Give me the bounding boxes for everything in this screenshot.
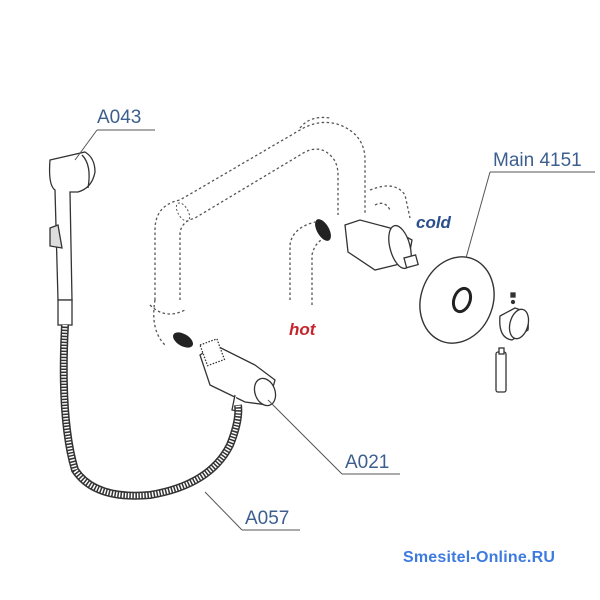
mixer-handle xyxy=(495,292,530,393)
outlet-pipe-end xyxy=(173,332,193,348)
hand-shower xyxy=(48,151,96,326)
label-hot: hot xyxy=(289,320,316,339)
leader-lines xyxy=(74,129,595,531)
mixer-cartridge xyxy=(344,219,419,271)
concealed-pipes xyxy=(149,116,411,346)
label-a057: A057 xyxy=(245,508,290,529)
wall-outlet xyxy=(199,338,277,413)
watermark: Smesitel-Online.RU xyxy=(403,549,556,566)
label-a021: A021 xyxy=(345,452,390,473)
label-cold: cold xyxy=(416,213,451,232)
label-a043: A043 xyxy=(97,107,142,128)
escutcheon-plate xyxy=(419,256,495,344)
label-main-4151: Main 4151 xyxy=(493,150,582,171)
hot-pipe-end xyxy=(315,219,331,241)
shower-hose xyxy=(59,324,243,500)
